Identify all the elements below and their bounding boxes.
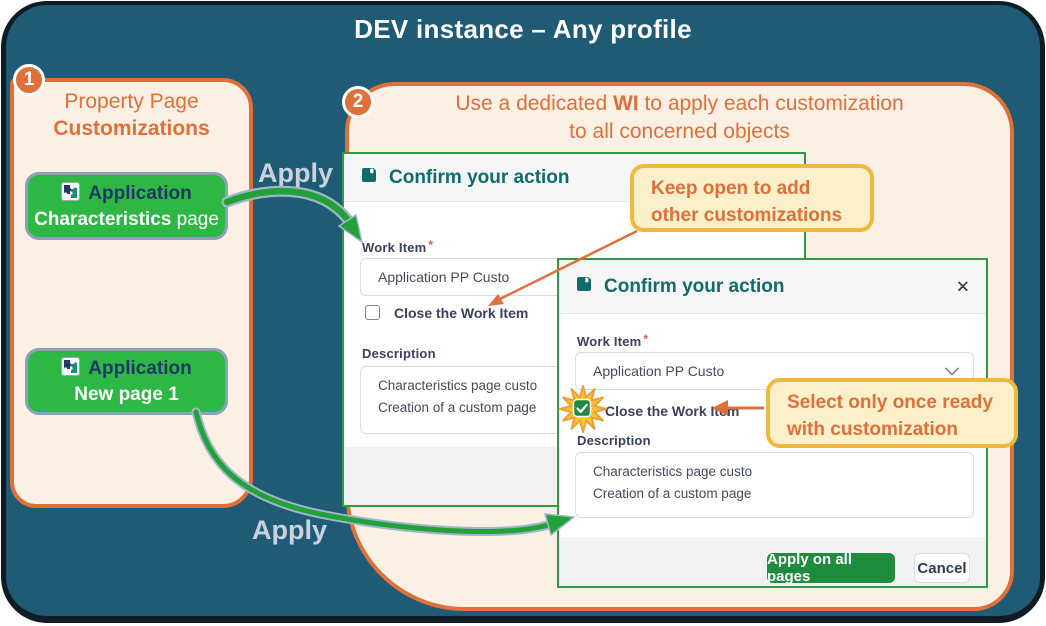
description-label: Description [577, 433, 651, 448]
application-new-page-button[interactable]: Application New page 1 [25, 348, 228, 415]
work-item-label: Work Item* [577, 332, 649, 349]
description-line: Characteristics page custo [593, 464, 753, 479]
app-button-subtitle-bold: Characteristics [34, 208, 172, 230]
apply-label-bottom: Apply [252, 515, 328, 545]
panel1-heading-line2: Customizations [53, 117, 210, 140]
required-asterisk: * [428, 238, 434, 252]
dialog-header: Confirm your action ✕ [559, 260, 986, 314]
description-label: Description [362, 346, 436, 361]
description-line: Creation of a custom page [378, 400, 537, 415]
page-title: DEV instance – Any profile [354, 14, 692, 44]
dialog-title: Confirm your action [389, 166, 570, 188]
description-textarea[interactable]: Characteristics page custo Creation of a… [575, 452, 974, 518]
apply-on-all-pages-button[interactable]: Apply on all pages [767, 551, 895, 585]
close-work-item-checkbox[interactable] [365, 305, 380, 320]
app-button-title: Application [88, 358, 192, 379]
app-button-subtitle-bold: New page 1 [74, 384, 179, 405]
step-1-badge: 1 [13, 64, 45, 96]
close-work-item-label: Close the Work Item [394, 305, 529, 321]
puzzle-icon [61, 357, 81, 381]
callout-line: with customization [787, 419, 958, 440]
callout-line: Select only once ready [787, 392, 993, 413]
work-item-value: Application PP Custo [378, 269, 510, 285]
panel1-heading-line1: Property Page [64, 90, 199, 113]
application-characteristics-button[interactable]: Application Characteristics page [25, 172, 228, 240]
save-icon [575, 275, 593, 298]
keep-open-callout: Keep open to add other customizations [630, 164, 874, 232]
puzzle-icon [61, 181, 81, 206]
app-button-subtitle-rest: page [171, 208, 219, 230]
description-line: Creation of a custom page [593, 486, 752, 501]
work-item-value: Application PP Custo [593, 363, 725, 379]
required-asterisk: * [643, 332, 649, 346]
panel2-heading-line1: Use a dedicated WI to apply each customi… [455, 92, 904, 115]
select-once-ready-callout: Select only once ready with customizatio… [766, 378, 1018, 448]
chevron-down-icon [945, 363, 959, 379]
panel2-heading-line2: to all concerned objects [569, 120, 790, 143]
close-work-item-label: Close the Work Item [605, 403, 740, 419]
panel1-heading: Property Page Customizations [10, 88, 253, 142]
dialog-footer: Apply on all pages Cancel [559, 537, 986, 586]
apply-label-top: Apply [258, 158, 334, 188]
app-button-title: Application [88, 182, 192, 204]
panel2-heading: Use a dedicated WI to apply each customi… [345, 90, 1014, 146]
description-line: Characteristics page custo [378, 378, 538, 393]
step-2-badge: 2 [342, 86, 374, 118]
callout-line: other customizations [651, 205, 843, 226]
close-icon[interactable]: ✕ [955, 277, 970, 296]
cancel-button[interactable]: Cancel [914, 553, 970, 583]
dialog-title: Confirm your action [604, 275, 785, 297]
property-page-panel [10, 78, 253, 508]
work-item-label: Work Item* [362, 238, 434, 255]
save-icon [360, 166, 378, 189]
callout-line: Keep open to add [651, 178, 811, 199]
